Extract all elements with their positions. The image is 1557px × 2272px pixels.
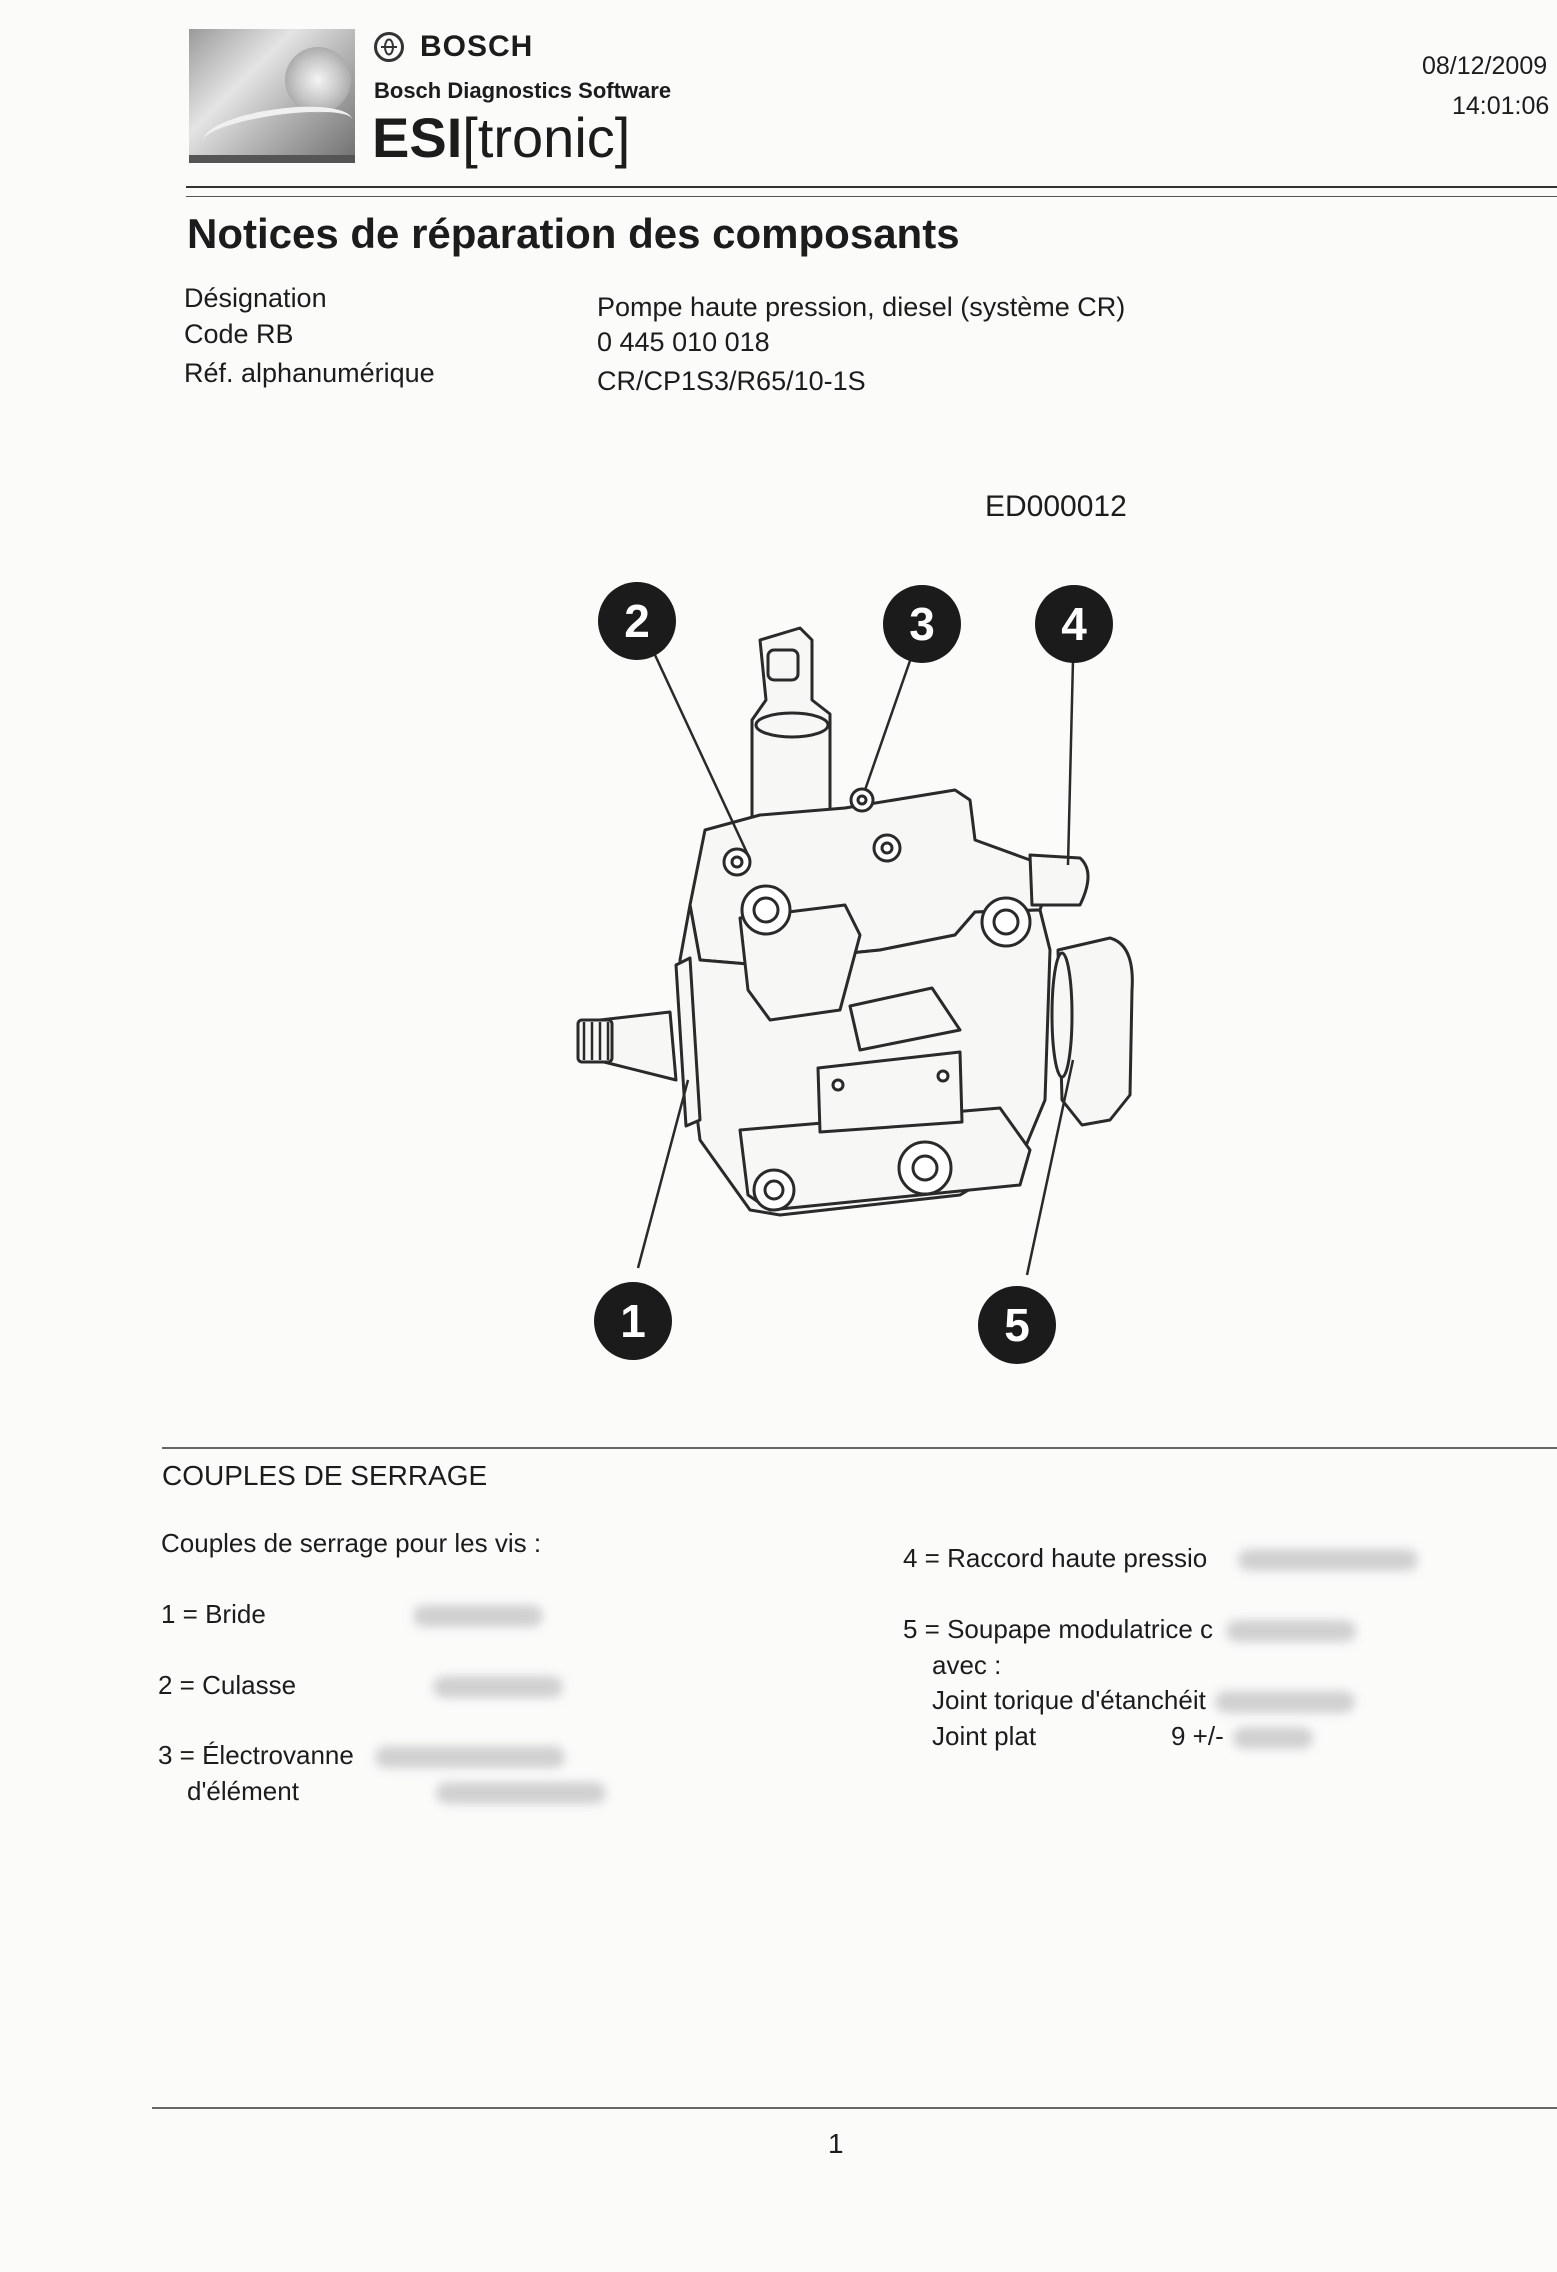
meta-label-code-rb: Code RB [184, 319, 294, 349]
page-title: Notices de réparation des composants [187, 210, 960, 257]
redacted-value [375, 1746, 566, 1769]
meta-label-ref: Réf. alphanumérique [184, 358, 435, 388]
section-intro: Couples de serrage pour les vis : [161, 1528, 542, 1558]
meta-label-designation: Désignation [184, 283, 327, 313]
redacted-value [1238, 1549, 1419, 1572]
torque-item-1: 1 = Bride [161, 1599, 544, 1630]
torque-subitem-oring: Joint torique d'étanchéit [932, 1685, 1356, 1716]
torque-subitem-flat-seal: Joint plat [932, 1721, 1037, 1751]
redacted-value [1226, 1620, 1357, 1643]
redacted-value [433, 1676, 564, 1699]
torque-item-5: 5 = Soupape modulatrice c [903, 1614, 1357, 1645]
redacted-value [1232, 1727, 1313, 1750]
torque-item-3: 3 = Électrovanne [158, 1740, 566, 1771]
redacted-value [436, 1782, 607, 1805]
footer-rule [152, 2107, 1557, 2109]
brand-name: BOSCH [420, 30, 534, 63]
product-line: Bosch Diagnostics Software [374, 78, 672, 103]
product-name: ESI[tronic] [372, 106, 631, 169]
header-rule-secondary [186, 196, 1557, 197]
meta-value-designation: Pompe haute pression, diesel (système CR… [597, 292, 1126, 322]
callout-2: 2 [598, 582, 676, 660]
callout-1: 1 [594, 1282, 672, 1360]
torque-subitem-flat-seal-value: 9 +/- [1171, 1721, 1313, 1752]
torque-item-5-line2: avec : [932, 1650, 1002, 1680]
pump-illustration [576, 626, 1134, 1276]
torque-item-4: 4 = Raccord haute pressio [903, 1543, 1419, 1574]
section-rule [162, 1447, 1557, 1449]
torque-item-2: 2 = Culasse [158, 1670, 564, 1701]
page-number: 1 [828, 2128, 844, 2159]
bosch-logo-icon [374, 32, 404, 62]
meta-value-code-rb: 0 445 010 018 [597, 327, 770, 357]
redacted-value [1215, 1691, 1356, 1714]
section-title: COUPLES DE SERRAGE [162, 1460, 488, 1491]
redacted-value [413, 1605, 544, 1628]
figure-code: ED000012 [985, 490, 1127, 523]
torque-item-3-line2: d'élément [187, 1776, 607, 1807]
callout-3: 3 [883, 585, 961, 663]
esitronic-product-image [189, 29, 355, 163]
callout-4: 4 [1035, 585, 1113, 663]
meta-value-ref: CR/CP1S3/R65/10-1S [597, 366, 866, 396]
callout-5: 5 [978, 1286, 1056, 1364]
print-time: 14:01:06 [1452, 92, 1550, 120]
header-rule [186, 186, 1557, 188]
print-date: 08/12/2009 [1422, 52, 1548, 80]
